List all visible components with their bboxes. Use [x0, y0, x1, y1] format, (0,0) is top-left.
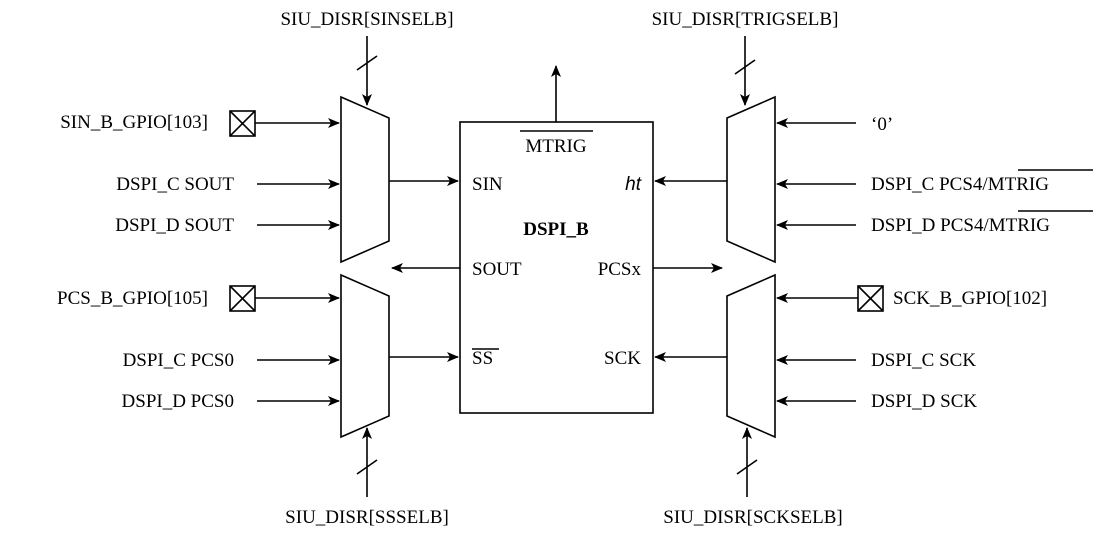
ss-mux: SIU_DISR[SSSELB] PCS_B_GPIO[105] DSPI_C … [57, 273, 459, 528]
trigselb-label: SIU_DISR[TRIGSELB] [652, 9, 839, 30]
dspi-c-mtrig-overbar-text: MTRIG [988, 174, 1050, 195]
dspi-d-pcs4-mtrig-label: DSPI_D PCS4/MTRIG [871, 215, 1050, 236]
dspi-b-title: DSPI_B [523, 219, 589, 240]
trig-mux: SIU_DISR[TRIGSELB] ‘0’ DSPI_C PCS4/MTRIG… [652, 9, 1093, 264]
sinselb-bus-tick [356, 55, 378, 71]
pcsx-port-label: PCSx [598, 259, 642, 280]
sckselb-label: SIU_DISR[SCKSELB] [663, 507, 842, 528]
dspi-c-pcs4-mtrig-label: DSPI_C PCS4/MTRIG [871, 174, 1049, 195]
dspi-d-pcs0-label: DSPI_D PCS0 [122, 391, 234, 412]
sck-mux-shape [726, 273, 776, 439]
pcs-b-gpio-label: PCS_B_GPIO[105] [57, 288, 208, 309]
sck-b-gpio-pad-cross-b [857, 285, 884, 312]
dspi-c-sout-label: DSPI_C SOUT [116, 174, 234, 195]
sck-mux: SIU_DISR[SCKSELB] SCK_B_GPIO[102] DSPI_C… [654, 273, 1047, 528]
ssselb-bus-tick [356, 459, 378, 475]
mtrig-port-label: MTRIG [525, 136, 587, 157]
sout-port-label: SOUT [472, 259, 522, 280]
sin-mux: SIU_DISR[SINSELB] SIN_B_GPIO[103] DSPI_C… [60, 9, 459, 264]
zero-input-label: ‘0’ [871, 114, 893, 135]
dspi-d-mtrig-overbar-text: MTRIG [989, 215, 1051, 236]
dspi-d-sout-label: DSPI_D SOUT [115, 215, 234, 236]
dspi-d-sck-label: DSPI_D SCK [871, 391, 977, 412]
dspi-b-box [459, 121, 654, 414]
sck-port-label: SCK [604, 348, 641, 369]
sin-b-gpio-label: SIN_B_GPIO[103] [60, 112, 208, 133]
sin-port-label: SIN [472, 174, 503, 195]
dspi-c-pcs4-prefix: DSPI_C PCS4/ [871, 174, 988, 195]
ss-port-label: SS [472, 348, 493, 369]
sin-b-gpio-pad-cross-b [229, 110, 256, 137]
sinselb-label: SIU_DISR[SINSELB] [280, 9, 453, 30]
pcs-b-gpio-pad-cross-b [229, 285, 256, 312]
dspi-b-block: DSPI_B MTRIG SIN ht SOUT PCSx SS SCK [459, 121, 654, 414]
ssselb-label: SIU_DISR[SSSELB] [285, 507, 449, 528]
ht-port-label: ht [625, 174, 642, 195]
dspi-d-pcs4-prefix: DSPI_D PCS4/ [871, 215, 989, 236]
sin-mux-shape [340, 95, 390, 264]
trig-mux-shape [726, 95, 776, 264]
trigselb-bus-tick [734, 59, 756, 75]
sckselb-bus-tick [736, 459, 758, 475]
dspi-c-pcs0-label: DSPI_C PCS0 [123, 350, 234, 371]
dspi-c-sck-label: DSPI_C SCK [871, 350, 976, 371]
ss-mux-shape [340, 273, 390, 439]
sck-b-gpio-label: SCK_B_GPIO[102] [893, 288, 1047, 309]
